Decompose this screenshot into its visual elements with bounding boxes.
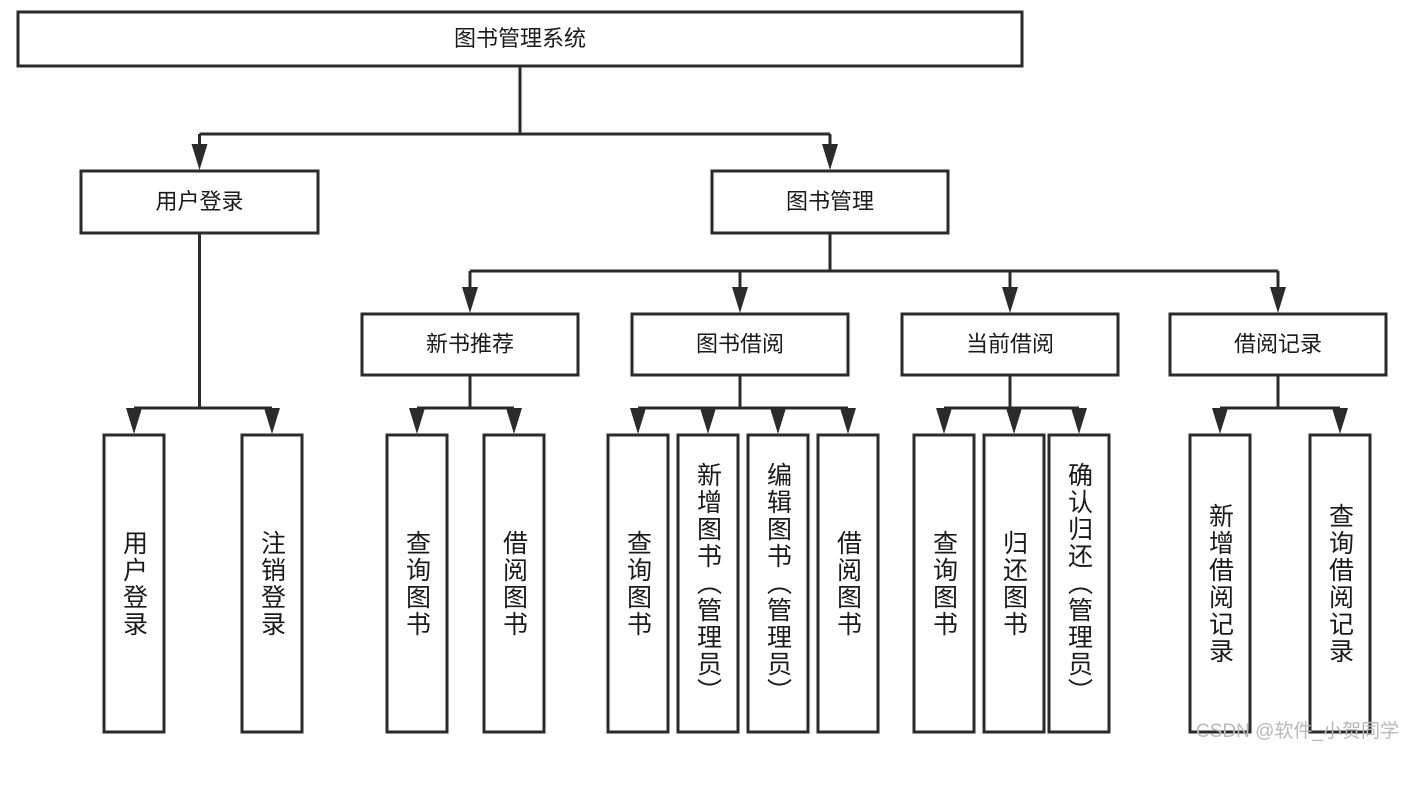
- level3-node-current-borrow-label: 当前借阅: [966, 331, 1054, 356]
- arrow-down-icon: [1002, 287, 1018, 313]
- level2-node-book-admin-box[interactable]: [710, 169, 950, 235]
- level2-node-user-login-label: 用户登录: [155, 189, 243, 214]
- leaf-node-leaf-add-book-box[interactable]: [676, 433, 740, 734]
- arrow-down-icon: [1270, 287, 1286, 313]
- level3-node-borrow-record-box[interactable]: [1168, 312, 1388, 377]
- leaf-node-leaf-query-book-1-box[interactable]: [385, 433, 449, 734]
- arrow-down-icon: [126, 408, 142, 434]
- level3-node-book-borrow-box[interactable]: [630, 312, 850, 377]
- leaf-node-leaf-query-book-2-box[interactable]: [606, 433, 670, 734]
- leaf-node-leaf-edit-book-box[interactable]: [746, 433, 810, 734]
- arrow-down-icon: [462, 287, 478, 313]
- level3-node-new-book-rec-box[interactable]: [360, 312, 580, 377]
- level3-node-new-book-rec-label: 新书推荐: [426, 331, 514, 356]
- arrow-down-icon: [191, 144, 208, 170]
- level2-node-user-login-box[interactable]: [79, 169, 320, 235]
- arrow-down-icon: [700, 408, 716, 434]
- diagram-canvas: 图书管理系统用户登录图书管理新书推荐图书借阅当前借阅借阅记录 用户登录注销登录查…: [16, 10, 1399, 742]
- leaf-node-leaf-add-record-box[interactable]: [1188, 433, 1252, 734]
- arrow-down-icon: [630, 408, 646, 434]
- leaf-node-leaf-logout-box[interactable]: [240, 433, 304, 734]
- leaf-node-leaf-user-login-box[interactable]: [102, 433, 166, 734]
- root-node-box[interactable]: [16, 10, 1024, 68]
- arrow-down-icon: [506, 408, 522, 434]
- arrow-down-icon: [770, 408, 786, 434]
- level3-node-current-borrow-box[interactable]: [900, 312, 1120, 377]
- arrow-down-icon: [409, 408, 425, 434]
- arrow-down-icon: [264, 408, 280, 434]
- arrow-down-icon: [936, 408, 952, 434]
- level3-node-borrow-record-label: 借阅记录: [1234, 331, 1322, 356]
- leaf-node-leaf-return-book-box[interactable]: [982, 433, 1046, 734]
- arrow-down-icon: [1212, 408, 1228, 434]
- leaf-node-leaf-borrow-book-1-box[interactable]: [482, 433, 546, 734]
- arrow-down-icon: [732, 287, 748, 313]
- leaf-node-leaf-confirm-return-box[interactable]: [1047, 433, 1111, 734]
- arrow-down-icon: [1332, 408, 1348, 434]
- arrow-down-icon: [1006, 408, 1022, 434]
- leaf-node-leaf-query-record-box[interactable]: [1308, 433, 1372, 734]
- leaf-node-leaf-borrow-book-2-box[interactable]: [816, 433, 880, 734]
- level2-node-book-admin-label: 图书管理: [786, 189, 874, 214]
- leaf-node-leaf-query-book-3-box[interactable]: [912, 433, 976, 734]
- level3-node-book-borrow-label: 图书借阅: [696, 331, 784, 356]
- watermark-text: CSDN @软件_小贺同学: [1196, 721, 1399, 742]
- node-boxes: [16, 10, 1388, 734]
- root-node-label: 图书管理系统: [454, 26, 586, 51]
- arrow-down-icon: [840, 408, 856, 434]
- connector-lines: [126, 66, 1348, 434]
- arrow-down-icon: [822, 144, 838, 170]
- arrow-down-icon: [1071, 408, 1087, 434]
